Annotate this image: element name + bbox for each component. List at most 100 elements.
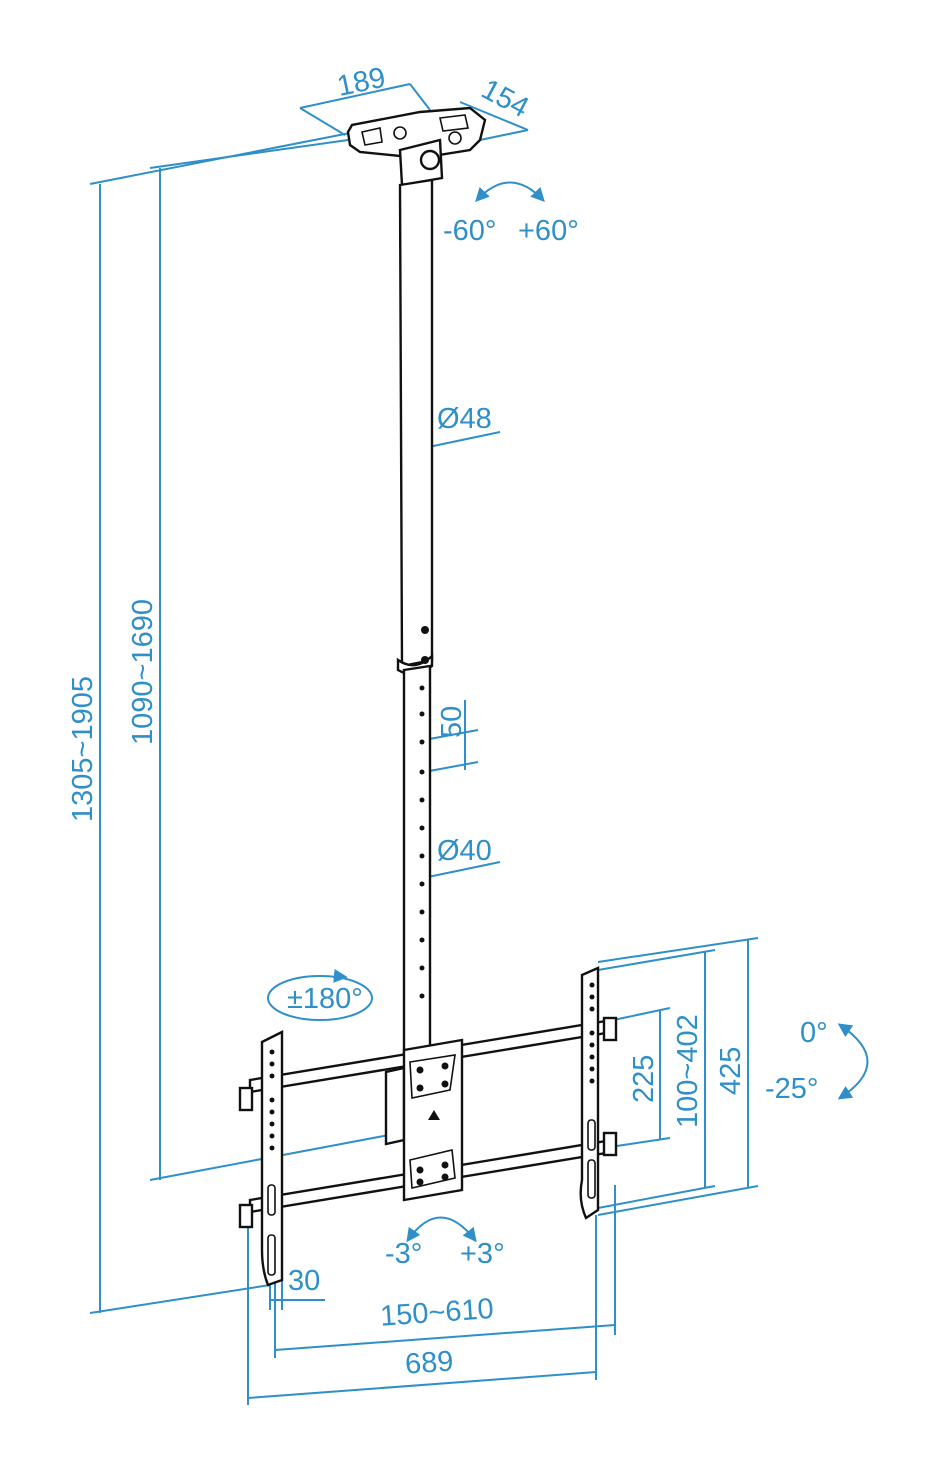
ext-plate-right [409, 83, 431, 111]
label-level-left: -3° [385, 1238, 422, 1270]
arm-hole [269, 1121, 275, 1127]
label-plate-depth: 154 [476, 73, 534, 124]
label-hole-spacing: 50 [436, 706, 468, 738]
dimension-labels: 189 154 -60° +60° Ø48 Ø40 50 1305~1905 1… [67, 62, 828, 1381]
label-swivel-left: -60° [443, 215, 497, 247]
dim-frame-width-line [247, 1371, 597, 1399]
tv-frame [238, 966, 618, 1287]
tilt-hinge [384, 1066, 406, 1146]
upper-pole [396, 178, 434, 676]
pole-hole [419, 965, 425, 971]
bracket-bolt [441, 1173, 449, 1181]
ext-hole-2 [423, 761, 479, 773]
rail-tab-br [602, 1131, 618, 1157]
label-frame-width: 689 [404, 1345, 455, 1380]
label-tilt-top: 0° [800, 1017, 828, 1049]
left-arm-slot-2 [267, 1234, 276, 1276]
arm-hole [269, 1133, 275, 1139]
bracket-bolt [416, 1178, 424, 1186]
arm-hole [269, 1073, 275, 1079]
arm-hole [589, 1078, 595, 1084]
arm-hole [589, 1030, 595, 1036]
left-arm [260, 1030, 284, 1287]
ext-hole-1 [423, 729, 479, 741]
pole-hole [419, 797, 425, 803]
ext-425-bottom [597, 1185, 759, 1216]
label-pole-height: 1090~1690 [127, 599, 159, 745]
arm-hole [269, 1109, 275, 1115]
label-lower-pole-diameter: Ø40 [437, 835, 492, 867]
label-arm-width: 30 [288, 1265, 320, 1297]
label-plate-width: 189 [334, 62, 388, 103]
bracket-bolt [441, 1161, 449, 1169]
ext-425-top [597, 937, 759, 963]
swivel-pivot [419, 149, 441, 171]
lower-pole-body [402, 664, 432, 1062]
ext-plate-left [299, 107, 346, 136]
swivel-arrow [475, 181, 545, 203]
ext-bottom-outer [89, 1284, 271, 1314]
label-tilt-bottom: -25° [765, 1073, 819, 1105]
pole-hole [419, 909, 425, 915]
tilt-arrow [837, 1023, 869, 1100]
arm-hole [589, 982, 595, 988]
arm-hole [589, 994, 595, 1000]
rail-tab-tr [602, 1016, 618, 1042]
dim-arm-range-line [274, 1324, 616, 1351]
dim-plate-depth-line [459, 101, 529, 131]
arm-hole [589, 1042, 595, 1048]
collar-bolt-1 [421, 626, 429, 634]
pole-hole [419, 881, 425, 887]
right-arm [579, 966, 600, 1220]
arm-hole [589, 1006, 595, 1012]
rotation-ellipse [267, 975, 373, 1021]
label-level-right: +3° [460, 1238, 505, 1270]
pole-holes [419, 685, 425, 999]
arm-hole [269, 1097, 275, 1103]
upper-pole-body [398, 178, 434, 668]
bracket-bolt [416, 1166, 424, 1174]
left-arm-slot-1 [267, 1184, 276, 1216]
plate-hole-a [393, 126, 407, 140]
left-arm-holes [269, 1049, 275, 1151]
bracket-bolt [416, 1066, 424, 1074]
ext-plate-depth [479, 129, 529, 141]
arm-hole [269, 1145, 275, 1151]
bracket-bolt [416, 1084, 424, 1092]
label-bracket-225: 225 [628, 1055, 660, 1103]
right-arm-holes [589, 982, 595, 1084]
arm-hole [589, 1066, 595, 1072]
bracket-bolt [441, 1080, 449, 1088]
pole-hole [419, 825, 425, 831]
pole-hole [419, 685, 425, 691]
arm-hole [269, 1061, 275, 1067]
bracket-bolt [441, 1062, 449, 1070]
label-arm-range: 150~610 [379, 1293, 495, 1333]
level-indicator-icon [428, 1110, 440, 1120]
label-swivel-right: +60° [518, 215, 579, 247]
collar-bolt-2 [421, 656, 429, 664]
pole-hole [419, 993, 425, 999]
arm-hole [589, 1054, 595, 1060]
label-rotation: ±180° [287, 983, 363, 1015]
plate-slot-right [439, 114, 469, 132]
ext-range-top [597, 949, 716, 971]
label-total-height: 1305~1905 [67, 676, 99, 822]
right-arm-slot-2 [587, 1159, 596, 1199]
dim-plate-width-line [299, 83, 411, 109]
rail-tab-tl [238, 1086, 254, 1112]
right-arm-slot-1 [587, 1119, 596, 1151]
pole-hole [419, 937, 425, 943]
pole-hole [419, 739, 425, 745]
rotation-arrows [267, 181, 869, 1243]
plate-hole-b [448, 131, 462, 145]
arm-hole [269, 1049, 275, 1055]
rotation-arrowhead [333, 968, 348, 983]
pole-hole [419, 853, 425, 859]
pole-hole [419, 711, 425, 717]
pole-hole [419, 769, 425, 775]
ext-range-bottom [597, 1185, 716, 1209]
ceiling-plate [346, 106, 487, 187]
